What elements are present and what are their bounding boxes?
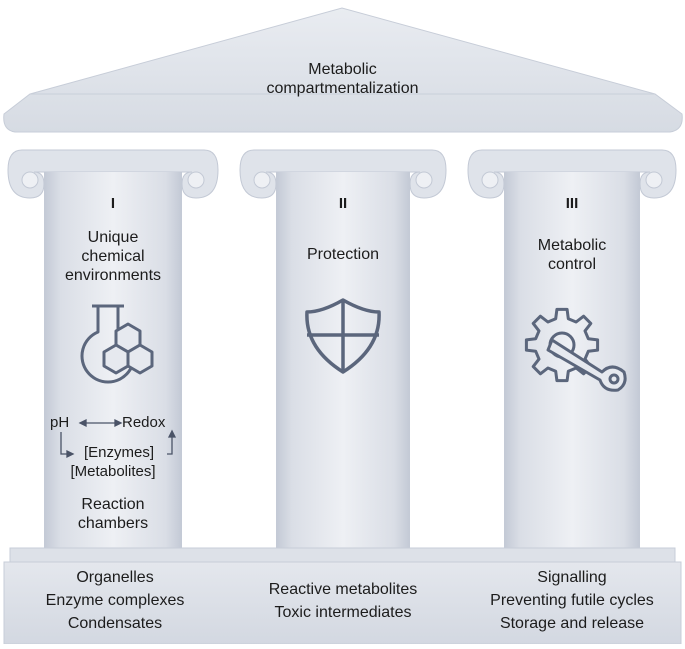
pillar-2-title-line: Protection: [306, 246, 380, 263]
redox-arrows: [60, 418, 177, 459]
base-items-1: Organelles Enzyme complexes Condensates: [10, 566, 220, 636]
capital-2: [239, 149, 447, 199]
base-item: Preventing futile cycles: [490, 592, 654, 610]
pillar-3-numeral: III: [565, 195, 579, 212]
roof-title-line2: compartmentalization: [266, 80, 419, 98]
pillar-2-numeral: II: [338, 195, 348, 212]
pillar-1-numeral: I: [110, 195, 116, 212]
capital-3: [467, 149, 677, 199]
base-item: Signalling: [537, 569, 607, 586]
base-item: Storage and release: [499, 615, 645, 633]
pillar-3-title-line: control: [547, 256, 597, 274]
pillar-1-title-line: environments: [64, 267, 162, 285]
roof-pediment: [3, 7, 683, 133]
metabolites-label: [Metabolites]: [70, 463, 156, 480]
pillar-1-title-line: Unique: [87, 229, 139, 246]
pillar-1-footer-line: chambers: [77, 515, 149, 533]
shield-icon: [305, 298, 381, 374]
capital-1: [7, 149, 219, 199]
pillar-3-title: Metabolic control: [504, 236, 640, 274]
ph-label: pH: [50, 414, 70, 431]
base-items-3: Signalling Preventing futile cycles Stor…: [462, 566, 682, 636]
base-item: Organelles: [76, 569, 154, 586]
pillar-1-title: Unique chemical environments: [44, 228, 182, 286]
gear-wrench-icon: [524, 307, 627, 392]
enzymes-label: [Enzymes]: [83, 444, 155, 461]
pillar-1-footer-line: Reaction: [81, 496, 145, 513]
base-item: Enzyme complexes: [45, 592, 185, 610]
base-steps: [3, 547, 682, 645]
roof-title: Metabolic compartmentalization: [200, 60, 485, 98]
roof-title-line1: Metabolic: [308, 61, 377, 78]
pillar-1-footer: Reaction chambers: [44, 495, 182, 533]
redox-label: Redox: [122, 414, 166, 431]
base-items-2: Reactive metabolites Toxic intermediates: [228, 578, 458, 624]
flask-hexagons-icon: [80, 304, 154, 384]
base-item: Toxic intermediates: [274, 604, 412, 622]
pillar-2-title: Protection: [276, 245, 410, 264]
pillar-3-title-line: Metabolic: [537, 237, 607, 254]
base-item: Reactive metabolites: [268, 581, 418, 598]
pillar-1-title-line: chemical: [81, 248, 145, 266]
base-item: Condensates: [67, 615, 163, 633]
